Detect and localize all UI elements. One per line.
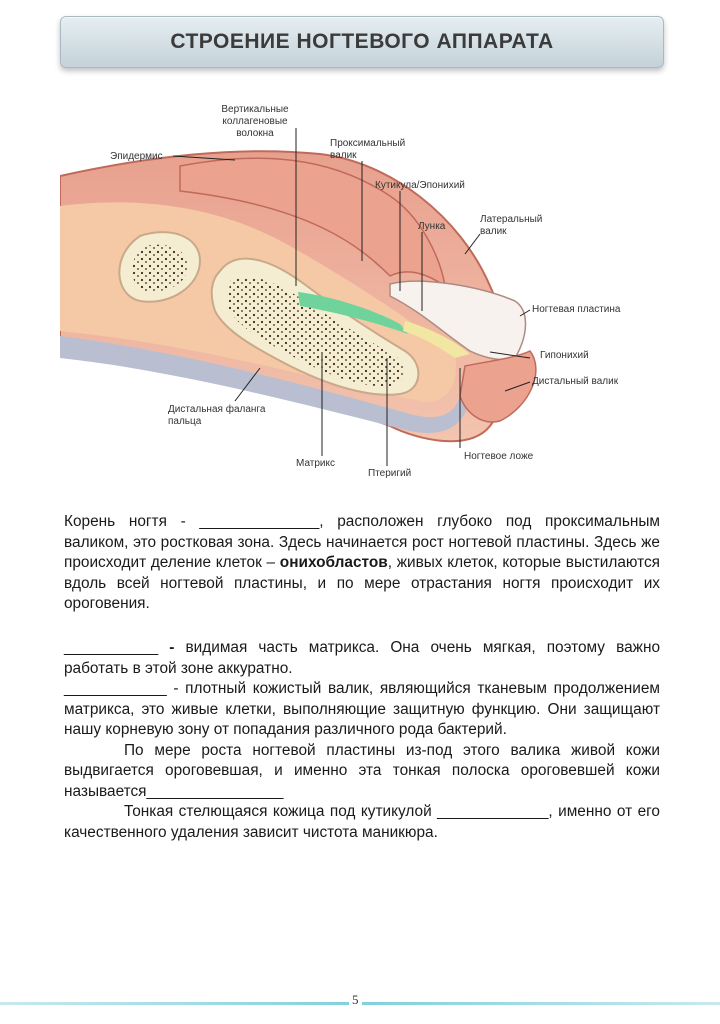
page-number: 5 <box>349 992 362 1008</box>
paragraph-4: По мере роста ногтевой пластины из-под э… <box>64 741 660 800</box>
finger-illustration <box>59 128 537 466</box>
label-lateral-fold: Латеральный валик <box>480 214 543 237</box>
fingertip-shape <box>459 350 537 423</box>
paragraph-5: Тонкая стелющаяся кожица под кутикулой _… <box>64 803 660 841</box>
label-epidermis: Эпидермис <box>110 151 163 162</box>
paragraph-3: ____________ - плотный кожистый валик, я… <box>64 680 660 738</box>
matrix-shape <box>298 292 408 334</box>
label-distal-fold: Дистальный валик <box>532 376 619 387</box>
p1-text-a: Корень ногтя - ______________, расположе… <box>64 513 660 571</box>
p2-text: видимая часть матрикса. Она очень мягкая… <box>64 639 661 677</box>
lunula-shape <box>403 321 470 358</box>
p2-blank: ___________ <box>64 639 170 656</box>
p1-bold-term: онихобластов <box>279 554 388 571</box>
page-title: СТРОЕНИЕ НОГТЕВОГО АППАРАТА <box>170 30 554 53</box>
paragraph-1: Корень ногтя - ______________, расположе… <box>64 512 660 615</box>
label-lunula: Лунка <box>418 221 446 232</box>
p1-text-b: , живых клеток, которые выстилаются вдол… <box>64 554 660 612</box>
label-proximal-fold: Проксимальный валик <box>330 138 406 161</box>
paragraph-group: ___________ - видимая часть матрикса. Он… <box>64 638 660 843</box>
label-hyponychium: Гипонихий <box>540 350 589 361</box>
p2-dash: - <box>169 639 186 656</box>
label-leader-lines <box>172 128 531 466</box>
label-pterygium: Птеригий <box>368 468 412 479</box>
label-matrix: Матрикс <box>296 458 335 469</box>
nail-anatomy-diagram: Вертикальные коллагеновые волокна Эпидер… <box>59 96 660 486</box>
paragraph-root: Корень ногтя - ______________, расположе… <box>64 512 660 615</box>
paragraph-2: ___________ - видимая часть матрикса. Он… <box>64 638 660 679</box>
label-nail-bed: Ногтевое ложе <box>464 451 534 462</box>
label-nail-plate: Ногтевая пластина <box>532 304 621 315</box>
dermis-band <box>60 336 470 433</box>
label-cuticle: Кутикула/Эпонихий <box>375 180 465 191</box>
title-box: СТРОЕНИЕ НОГТЕВОГО АППАРАТА <box>60 16 664 68</box>
label-distal-phalanx: Дистальная фаланга пальца <box>168 404 266 427</box>
label-vertical-fibers: Вертикальные коллагеновые волокна <box>221 104 289 139</box>
